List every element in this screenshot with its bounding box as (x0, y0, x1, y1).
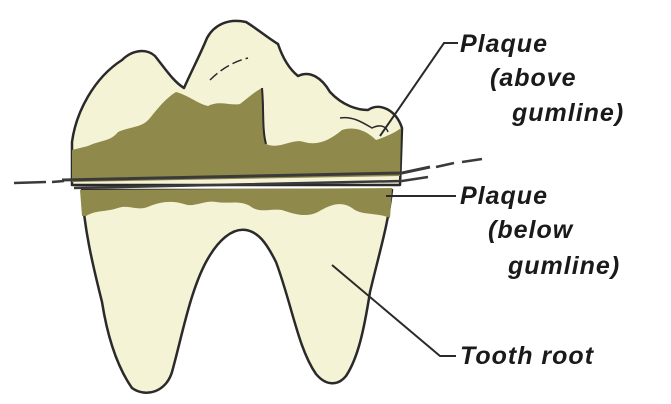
label-plaque-below-line1: Plaque (460, 182, 548, 210)
gumline-dash-right (436, 159, 482, 167)
label-plaque-below-line2: (below (488, 216, 574, 244)
label-plaque-above-line2: (above (490, 64, 577, 92)
label-plaque-above-line3: gumline) (511, 99, 624, 127)
gumline-dash-left (14, 181, 64, 183)
label-plaque-below-line3: gumline) (507, 252, 620, 280)
tooth-root (82, 190, 392, 393)
label-plaque-above-line1: Plaque (460, 30, 548, 58)
label-tooth-root: Tooth root (460, 342, 595, 370)
